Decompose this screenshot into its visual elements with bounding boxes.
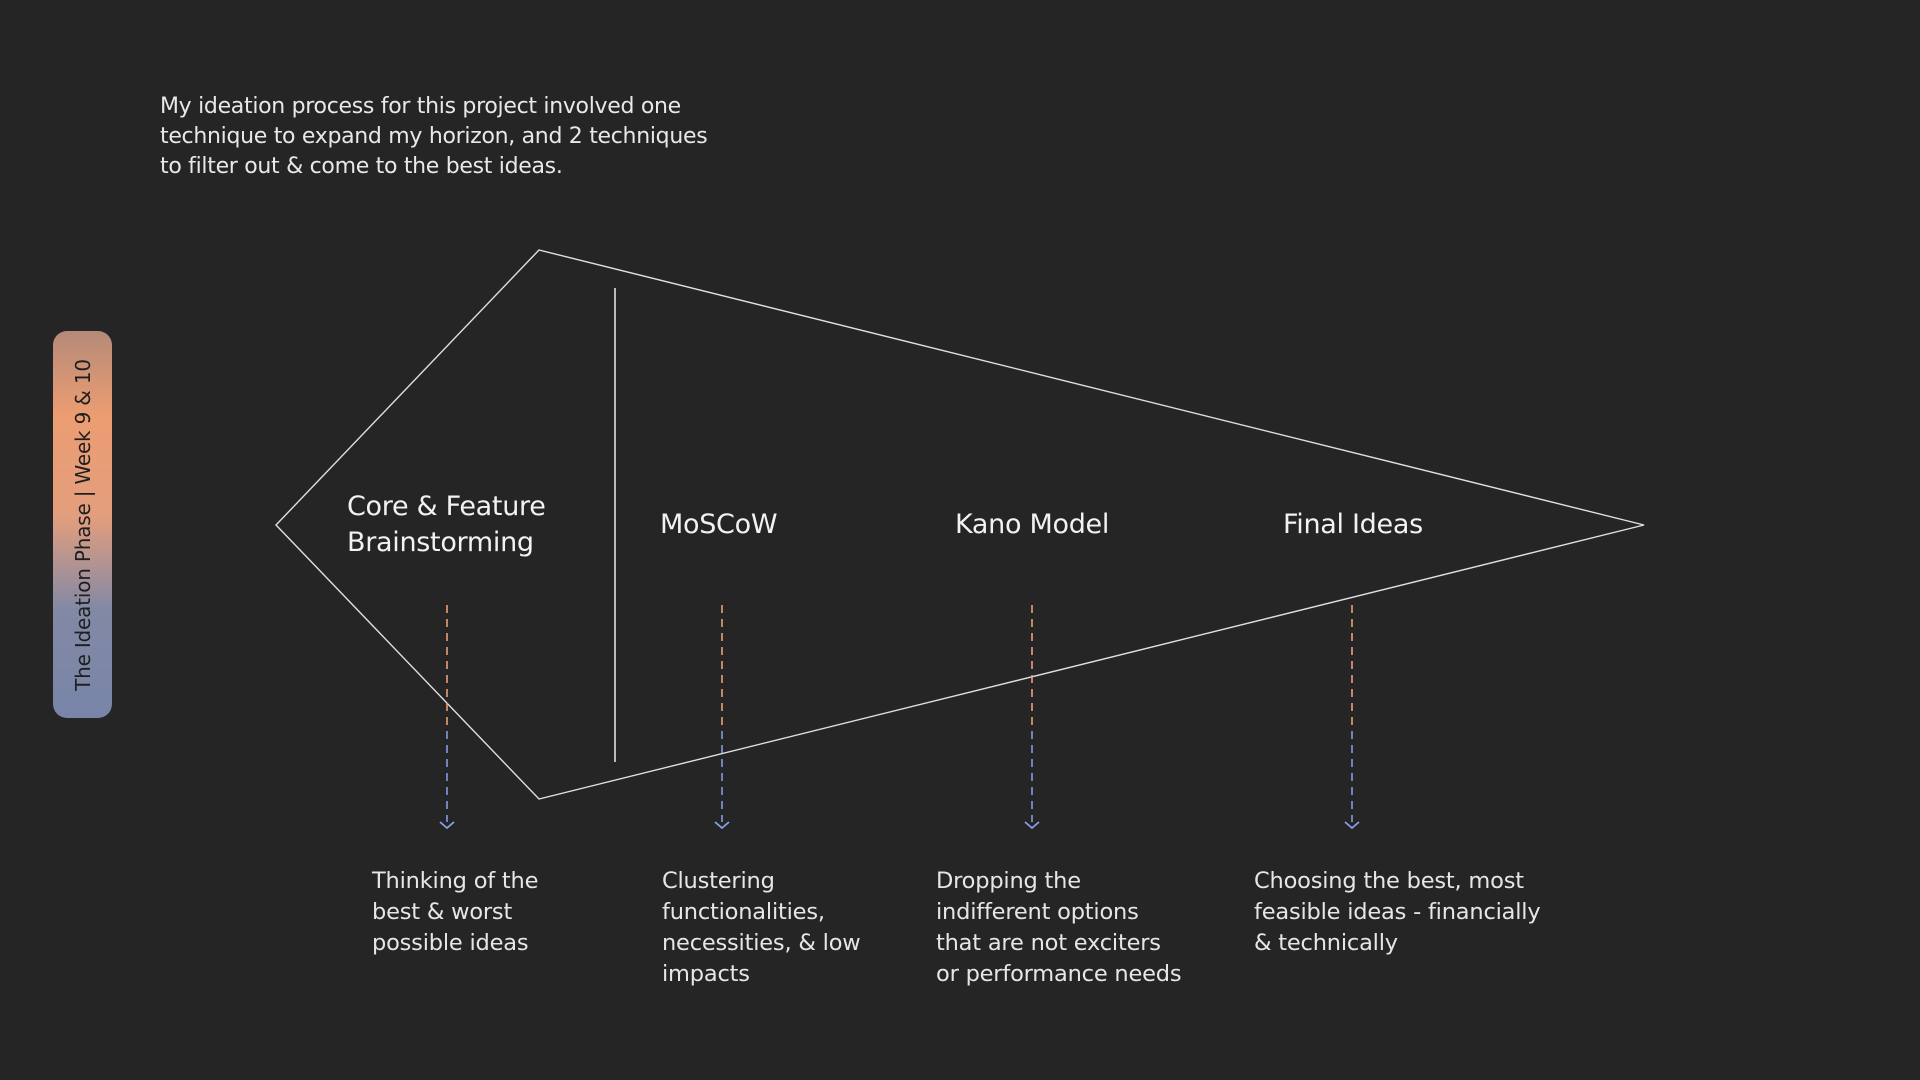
stage-title-brainstorming: Core & Feature Brainstorming [347,489,546,561]
stage-title-line: Brainstorming [347,527,534,558]
down-arrow-1 [439,605,455,830]
stage-desc-line: Thinking of the [372,868,539,894]
stage-desc-moscow: Clustering functionalities, necessities,… [662,866,861,990]
stage-desc-line: impacts [662,961,750,987]
stage-title-line: Core & Feature [347,491,546,522]
stage-desc-line: best & worst [372,899,513,925]
stage-desc-line: possible ideas [372,930,529,956]
stage-desc-line: necessities, & low [662,930,861,956]
arrow-head-icon [1024,821,1040,830]
stage-desc-line: Choosing the best, most [1254,868,1524,894]
funnel-outline [275,249,1645,800]
arrow-head-icon [714,821,730,830]
stage-desc-line: Dropping the [936,868,1081,894]
intro-line: My ideation process for this project inv… [160,94,681,119]
stage-desc-line: feasible ideas - financially [1254,899,1541,925]
stage-title-final-ideas: Final Ideas [1283,507,1423,543]
arrow-group [439,605,1360,830]
intro-line: technique to expand my horizon, and 2 te… [160,124,708,149]
stage-desc-final-ideas: Choosing the best, most feasible ideas -… [1254,866,1541,959]
phase-pill: The Ideation Phase | Week 9 & 10 [53,331,112,718]
stage-title-moscow: MoSCoW [660,507,778,543]
stage-desc-brainstorming: Thinking of the best & worst possible id… [372,866,538,959]
stage-desc-line: indifferent options [936,899,1139,925]
arrow-head-icon [1344,821,1360,830]
stage-title-line: MoSCoW [660,509,778,540]
intro-line: to filter out & come to the best ideas. [160,154,563,179]
stage-desc-line: functionalities, [662,899,825,925]
down-arrow-3 [1024,605,1040,830]
stage-desc-line: or performance needs [936,961,1182,987]
down-arrow-4 [1344,605,1360,830]
down-arrow-2 [714,605,730,830]
stage-title-line: Kano Model [955,509,1110,540]
intro-paragraph: My ideation process for this project inv… [160,92,720,182]
stage-desc-line: that are not exciters [936,930,1161,956]
stage-title-kano-model: Kano Model [955,507,1109,543]
stage-desc-line: & technically [1254,930,1398,956]
stage-desc-kano-model: Dropping the indifferent options that ar… [936,866,1182,990]
stage-title-line: Final Ideas [1283,509,1423,540]
arrow-head-icon [439,821,455,830]
stage-desc-line: Clustering [662,868,775,894]
